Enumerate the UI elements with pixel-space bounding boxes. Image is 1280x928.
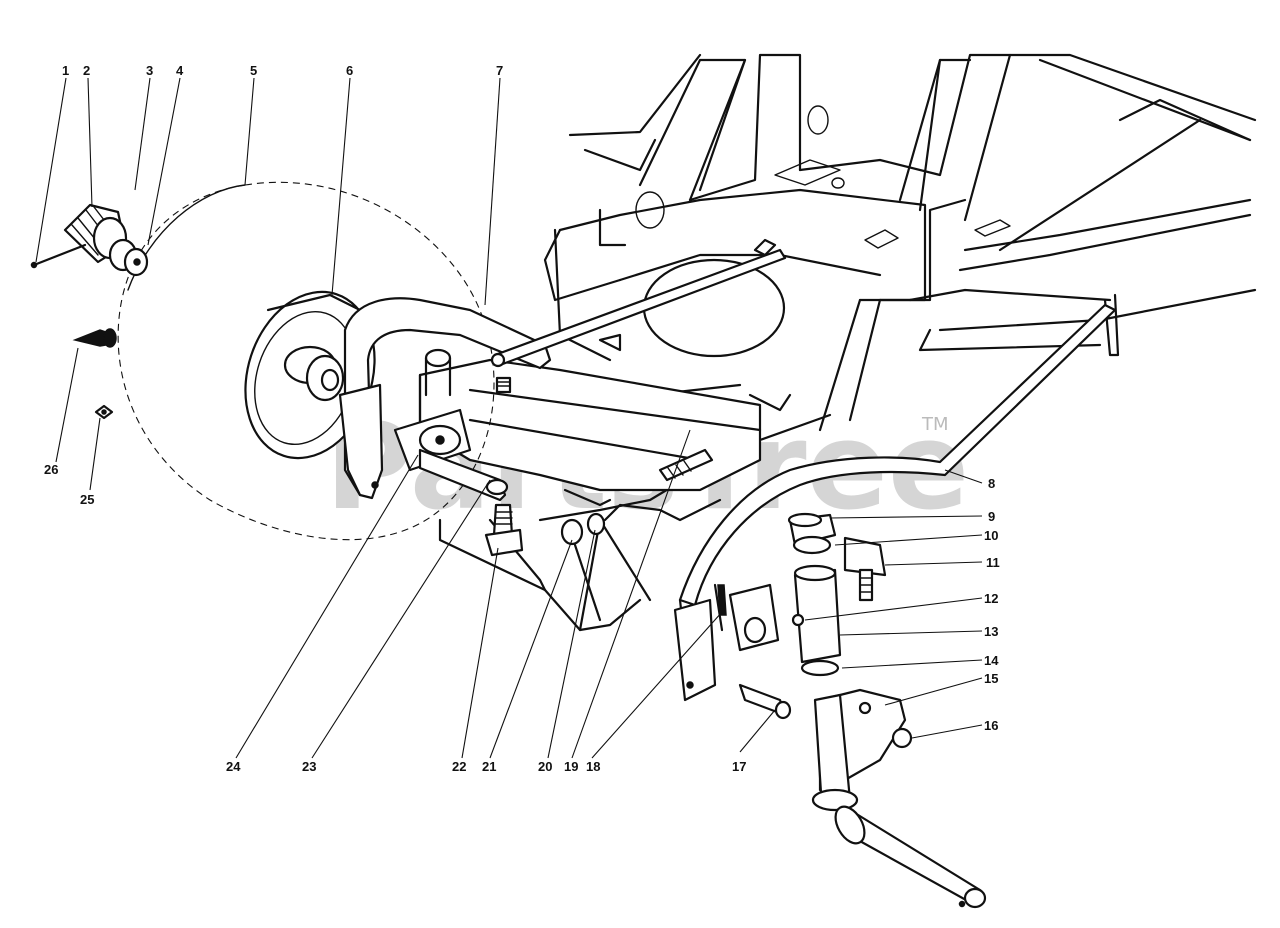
callout-25: 25 (80, 492, 94, 507)
watermark-trademark: TM (921, 414, 949, 435)
callout-10: 10 (984, 528, 998, 543)
callout-labels: 1 2 3 4 5 6 7 8 9 10 11 12 13 14 15 16 1… (44, 63, 1000, 774)
callout-13: 13 (984, 624, 998, 639)
valve-stem (72, 328, 117, 348)
tractor-frame (438, 53, 1257, 632)
hubcap-assembly (30, 203, 149, 277)
callout-19: 19 (564, 759, 578, 774)
steering-rod (490, 238, 787, 368)
callout-2: 2 (83, 63, 90, 78)
callout-8: 8 (988, 476, 995, 491)
callout-26: 26 (44, 462, 58, 477)
callout-1: 1 (62, 63, 69, 78)
callout-17: 17 (732, 759, 746, 774)
callout-12: 12 (984, 591, 998, 606)
callout-24: 24 (226, 759, 241, 774)
callout-16: 16 (984, 718, 998, 733)
valve-cap (94, 404, 114, 420)
callout-7: 7 (496, 63, 503, 78)
callout-3: 3 (146, 63, 153, 78)
callout-23: 23 (302, 759, 316, 774)
tie-rod (673, 303, 1117, 702)
callout-4: 4 (176, 63, 184, 78)
callout-11: 11 (986, 555, 1000, 570)
callout-21: 21 (482, 759, 496, 774)
left-steering-knuckle (338, 297, 552, 502)
callout-6: 6 (346, 63, 353, 78)
callout-5: 5 (250, 63, 257, 78)
callout-15: 15 (984, 671, 998, 686)
right-spindle-assembly (713, 512, 987, 909)
callout-22: 22 (452, 759, 466, 774)
callout-9: 9 (988, 509, 995, 524)
leader-lines (35, 77, 983, 759)
callout-20: 20 (538, 759, 552, 774)
callout-14: 14 (984, 653, 999, 668)
callout-18: 18 (586, 759, 600, 774)
